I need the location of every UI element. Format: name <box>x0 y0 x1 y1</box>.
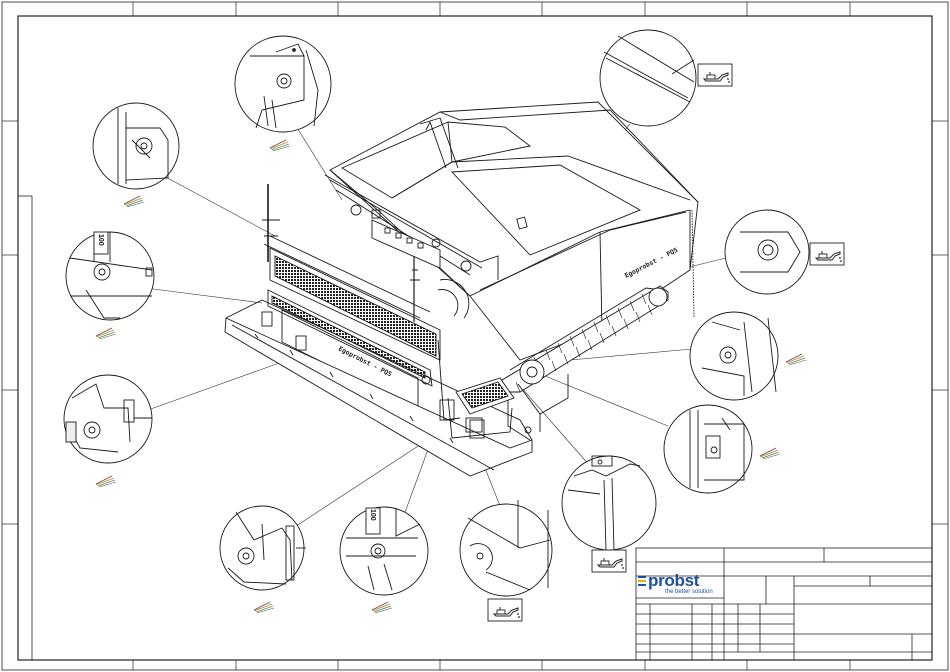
title-block <box>636 548 932 660</box>
grease-brush-icon <box>270 140 290 151</box>
oil-can-icon <box>592 550 626 572</box>
detail-label-left-middle: 100 <box>97 234 104 246</box>
grease-brush-icon <box>96 476 116 487</box>
detail-circle-right-middle <box>690 312 778 400</box>
detail-circle-left-middle <box>66 232 154 320</box>
grease-brush-icon <box>786 354 806 365</box>
probst-logo: probst the better solution <box>638 571 730 599</box>
detail-circle-top-left <box>93 103 179 189</box>
grease-brush-icon <box>760 448 780 459</box>
detail-circle-top-right <box>600 30 696 126</box>
detail-circle-right-upper <box>725 210 809 294</box>
logo-bar <box>638 576 646 578</box>
detail-circle-left-lower <box>64 375 152 463</box>
detail-circle-bottom-center <box>340 507 428 595</box>
logo-bar <box>638 580 646 582</box>
logo-bar <box>638 584 646 586</box>
oil-can-icon <box>810 243 844 265</box>
detail-circle-right-lower-2 <box>664 405 752 493</box>
oil-can-icon <box>488 599 522 621</box>
detail-label-bottom-center: 100 <box>369 509 376 521</box>
grease-brush-icon <box>124 196 144 207</box>
grease-brush-icon <box>254 602 274 613</box>
paver-machine-drawing <box>225 102 698 476</box>
grease-brush-icon <box>372 602 392 613</box>
detail-circle-bottom-right <box>460 500 552 596</box>
logo-slogan: the better solution <box>665 589 713 595</box>
grease-brush-icon <box>96 328 116 339</box>
oil-can-icon <box>698 64 732 86</box>
detail-circle-top-center <box>235 36 331 132</box>
detail-circle-right-lower-1 <box>562 456 656 550</box>
logo-wordmark: probst <box>648 571 699 591</box>
detail-circle-bottom-left <box>220 506 306 590</box>
